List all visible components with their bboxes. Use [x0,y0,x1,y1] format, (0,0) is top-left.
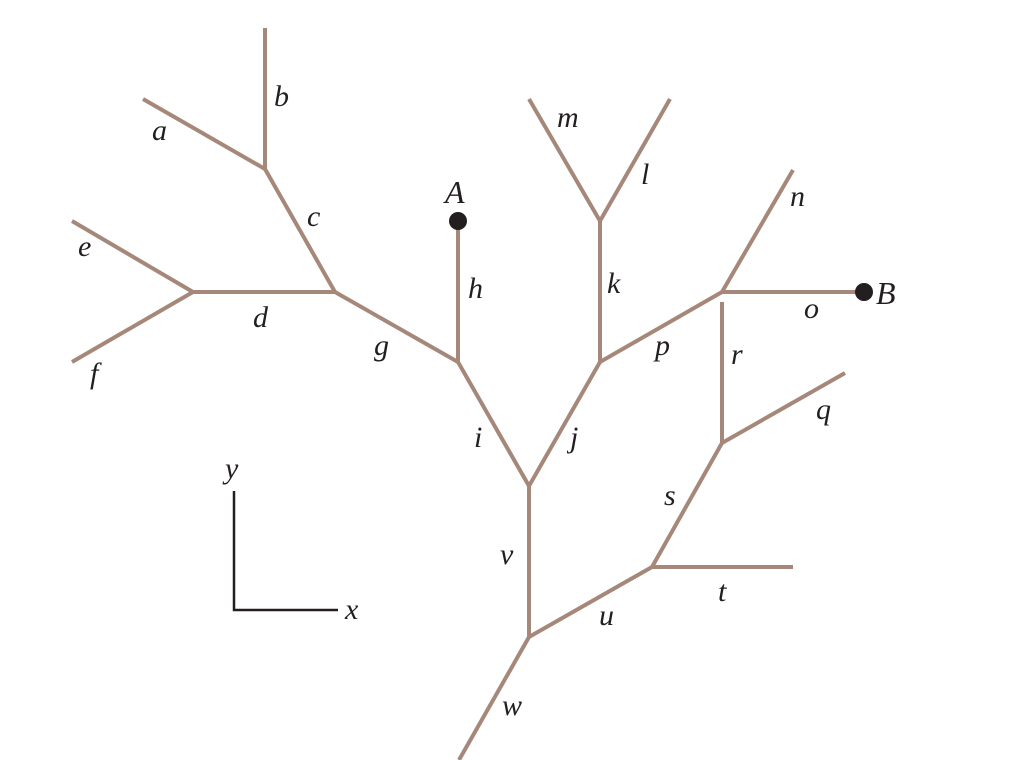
segment-s [650,442,724,568]
segment-n [720,168,795,294]
label-g: g [374,329,389,362]
label-h: h [468,272,483,305]
segment-q [721,371,846,445]
label-m: m [557,101,579,134]
segment-w [457,636,531,760]
label-i: i [474,421,482,454]
segment-m [527,97,602,223]
label-o: o [804,292,819,325]
label-r: r [731,338,743,371]
segment-i [456,361,531,487]
segment-a [142,97,266,171]
segment-j [527,361,602,487]
segment-l [598,98,672,222]
segment-labels: a b c d e f g h i j k l m n o p q r s t … [78,80,831,722]
label-q: q [816,393,831,426]
y-axis-label: y [222,452,239,485]
label-n: n [790,180,805,213]
label-b: b [274,80,289,113]
label-l: l [641,158,649,191]
label-v: v [500,538,514,571]
point-a-label: A [443,174,465,210]
label-c: c [307,200,320,233]
segment-g [334,290,459,364]
label-k: k [607,267,621,300]
segment-e [70,219,195,294]
label-a: a [152,114,167,147]
x-axis-label: x [344,593,359,626]
label-w: w [502,689,522,722]
axes-lines [232,491,338,612]
point-b-marker [855,283,873,301]
label-p: p [653,329,670,362]
coordinate-axes: y x [222,452,359,626]
label-s: s [664,479,676,512]
label-f: f [90,357,102,390]
branches [70,28,864,760]
label-j: j [566,421,578,454]
label-u: u [599,599,614,632]
segment-c [263,168,337,293]
segment-p [599,290,723,364]
label-d: d [253,301,269,334]
label-e: e [78,230,91,263]
label-t: t [718,575,727,608]
segment-u [528,565,653,639]
point-a-marker [449,212,467,230]
segment-f [70,290,195,364]
point-b-label: B [876,275,896,311]
